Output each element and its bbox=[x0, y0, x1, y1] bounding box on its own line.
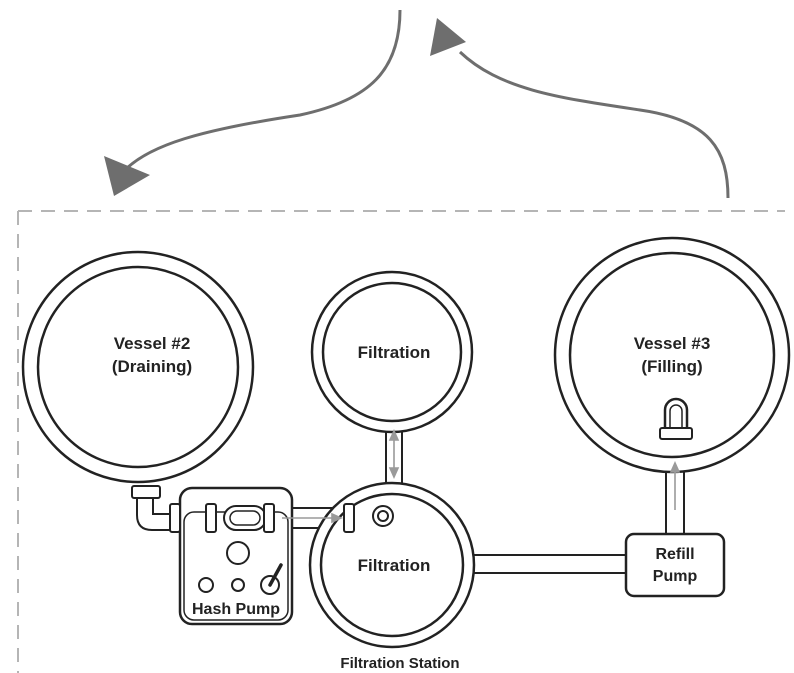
transfer-arrows bbox=[104, 9, 730, 199]
station-label: Filtration Station bbox=[340, 655, 459, 672]
filtration-bottom-unit bbox=[308, 481, 476, 649]
flow-arrow-up-icon bbox=[388, 429, 400, 441]
flow-indicators bbox=[282, 429, 681, 524]
vessel-2 bbox=[21, 250, 255, 484]
vessel2-outlet-fitting bbox=[131, 485, 161, 499]
arrowhead-up-icon bbox=[430, 18, 466, 56]
flow-arrow-down-icon bbox=[388, 467, 400, 479]
filtration-bottom-label: Filtration bbox=[358, 556, 431, 575]
vessel3-inlet bbox=[659, 397, 693, 440]
hash-pump bbox=[169, 486, 294, 626]
hash-pump-label: Hash Pump bbox=[192, 601, 280, 618]
curve-arrow-to-vessel2 bbox=[123, 9, 402, 172]
station-boundary bbox=[17, 210, 785, 673]
hash-pump-dial-left bbox=[198, 577, 214, 593]
vessel2-label-line1: Vessel #2 bbox=[114, 334, 191, 353]
refill-pump-label-line2: Pump bbox=[653, 568, 698, 585]
filtration-top-unit bbox=[310, 270, 474, 434]
refill-pump bbox=[624, 532, 726, 598]
vessel2-label-line2: (Draining) bbox=[112, 357, 192, 376]
vessel3-label-line2: (Filling) bbox=[641, 357, 702, 376]
vessel3-label-line1: Vessel #3 bbox=[634, 334, 711, 353]
filtration-top-label: Filtration bbox=[358, 343, 431, 362]
arrowhead-left-icon bbox=[104, 156, 150, 196]
pipe-to-refill bbox=[467, 554, 629, 574]
hash-pump-dial-mid bbox=[231, 578, 245, 592]
refill-pump-label-line1: Refill bbox=[655, 546, 694, 563]
flow-arrow-up-refill-icon bbox=[669, 461, 681, 473]
filtration-inlet-fitting bbox=[343, 503, 394, 533]
hash-pump-dial-large bbox=[226, 541, 250, 565]
vessel-3 bbox=[553, 236, 791, 474]
flow-arrow-right-icon bbox=[331, 512, 343, 524]
curve-arrow-from-vessel3 bbox=[458, 50, 730, 199]
hash-pump-switch-lever bbox=[268, 563, 283, 587]
